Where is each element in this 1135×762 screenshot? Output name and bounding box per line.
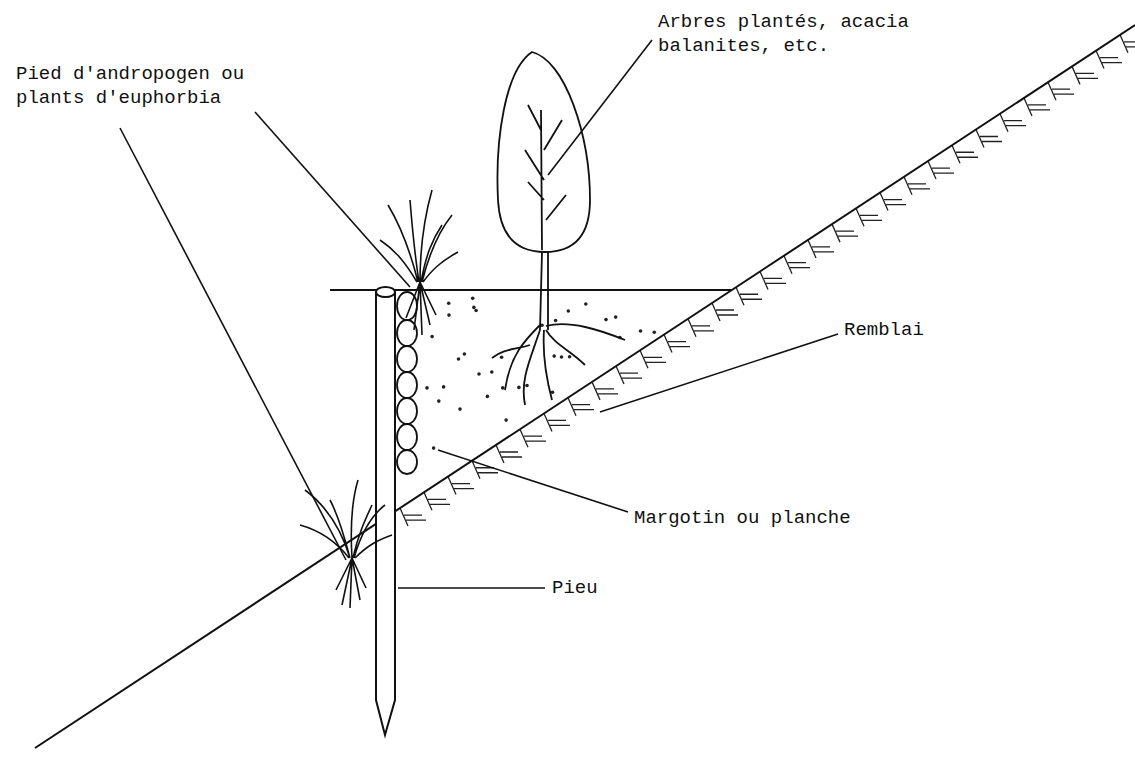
fill-dot — [463, 352, 467, 356]
hatch-stroke — [472, 461, 498, 479]
hatch-stroke — [976, 129, 1002, 147]
fill-dot — [457, 357, 461, 361]
fill-dot — [568, 355, 572, 359]
fill-dot — [437, 399, 441, 403]
slope-line — [35, 25, 1135, 748]
hatch-stroke — [1120, 35, 1135, 53]
hatch-stroke — [688, 319, 714, 337]
hatch-stroke — [1096, 51, 1122, 69]
fill-dot — [477, 372, 481, 376]
fill-dot — [458, 407, 462, 411]
ground-hatching — [400, 35, 1135, 526]
hatch-stroke — [424, 492, 450, 510]
fill-dot — [447, 302, 451, 306]
fill-dot — [504, 418, 508, 422]
fill-dot — [614, 315, 618, 319]
hatch-stroke — [880, 193, 906, 211]
hatch-stroke — [928, 161, 954, 179]
hatch-stroke — [1048, 82, 1074, 100]
hatch-stroke — [664, 335, 690, 353]
fill-dot — [486, 395, 490, 399]
fill-dot — [471, 296, 475, 300]
fascine-label: Margotin ou planche — [632, 506, 853, 530]
hatch-stroke — [496, 445, 522, 463]
fill-dot — [474, 309, 478, 313]
hatch-stroke — [784, 256, 810, 274]
hatch-stroke — [640, 350, 666, 368]
hatch-stroke — [760, 271, 786, 289]
hatch-stroke — [808, 240, 834, 258]
hatch-stroke — [1024, 98, 1050, 116]
hatch-stroke — [616, 366, 642, 384]
fill-dot — [447, 313, 451, 317]
stake — [376, 292, 395, 735]
fill-dot — [552, 354, 556, 358]
fill-dot — [425, 386, 429, 390]
hatch-stroke — [952, 145, 978, 163]
plant-label: Pied d'andropogen ou plants d'euphorbia — [14, 62, 268, 110]
fill-dot — [430, 335, 434, 339]
fascine — [397, 292, 417, 474]
hatch-stroke — [592, 382, 618, 400]
fill-dot — [560, 355, 564, 359]
fill-dot — [639, 329, 643, 333]
fill-dot — [442, 385, 446, 389]
hatch-stroke — [856, 208, 882, 226]
hatch-stroke — [1072, 66, 1098, 84]
fill-dot — [500, 355, 504, 359]
tree — [492, 52, 625, 405]
stake-label: Pieu — [550, 576, 600, 600]
hatch-stroke — [568, 398, 594, 416]
fill-dot — [604, 318, 608, 322]
fill-dot — [517, 386, 521, 390]
stake-top — [376, 287, 395, 297]
hatch-stroke — [400, 508, 426, 526]
grass-tuft-upper — [380, 190, 458, 335]
hatch-stroke — [520, 429, 546, 447]
hatch-stroke — [1000, 114, 1026, 132]
hatch-stroke — [832, 224, 858, 242]
fill-dot — [472, 306, 476, 310]
fill-dot — [490, 370, 494, 374]
fill-dot — [554, 319, 558, 323]
hatch-stroke — [736, 287, 762, 305]
fill-dot — [584, 302, 588, 306]
fill-dot — [653, 330, 657, 334]
hatch-stroke — [904, 177, 930, 195]
hatch-stroke — [544, 413, 570, 431]
tree-label: Arbres plantés, acacia balanites, etc. — [656, 10, 930, 58]
fill-label: Remblai — [842, 318, 926, 342]
fill-dot — [432, 446, 436, 450]
fill-dot — [501, 386, 505, 390]
hatch-stroke — [712, 303, 738, 321]
fill-dot — [525, 384, 529, 388]
hatch-stroke — [448, 477, 474, 495]
fill-dot — [567, 309, 571, 313]
